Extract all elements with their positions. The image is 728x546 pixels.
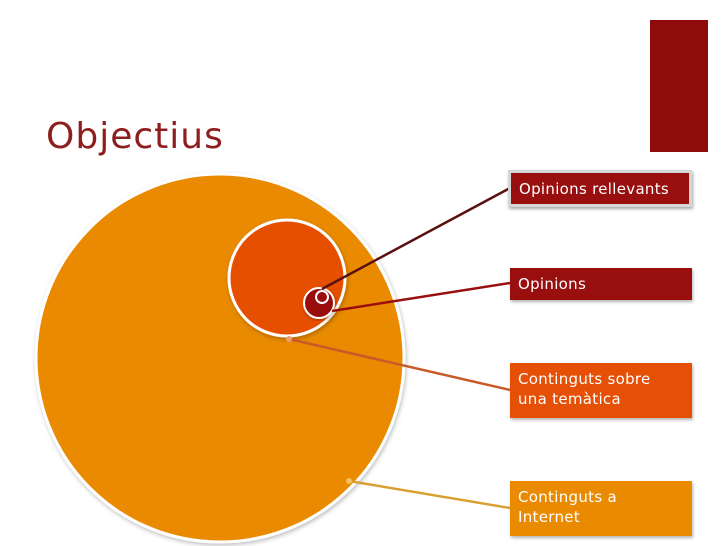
circle-topic-content — [227, 218, 347, 338]
connector-internet — [348, 479, 511, 510]
connector-relevant — [321, 186, 511, 291]
circle-relevant-opinions — [315, 290, 329, 304]
connector-dot-topic — [286, 336, 292, 342]
connector-topic — [288, 337, 511, 392]
callout-opinions: Opinions — [510, 268, 692, 300]
connector-dot-internet — [346, 478, 352, 484]
connector-opinions — [331, 281, 511, 313]
callout-topic-content: Continguts sobre una temàtica — [510, 363, 692, 418]
callout-internet-content: Continguts a Internet — [510, 481, 692, 536]
callout-relevant-opinions: Opinions rellevants — [508, 170, 692, 207]
accent-bar — [650, 20, 708, 152]
circle-internet-content — [34, 172, 406, 544]
slide-title: Objectius — [46, 116, 224, 157]
